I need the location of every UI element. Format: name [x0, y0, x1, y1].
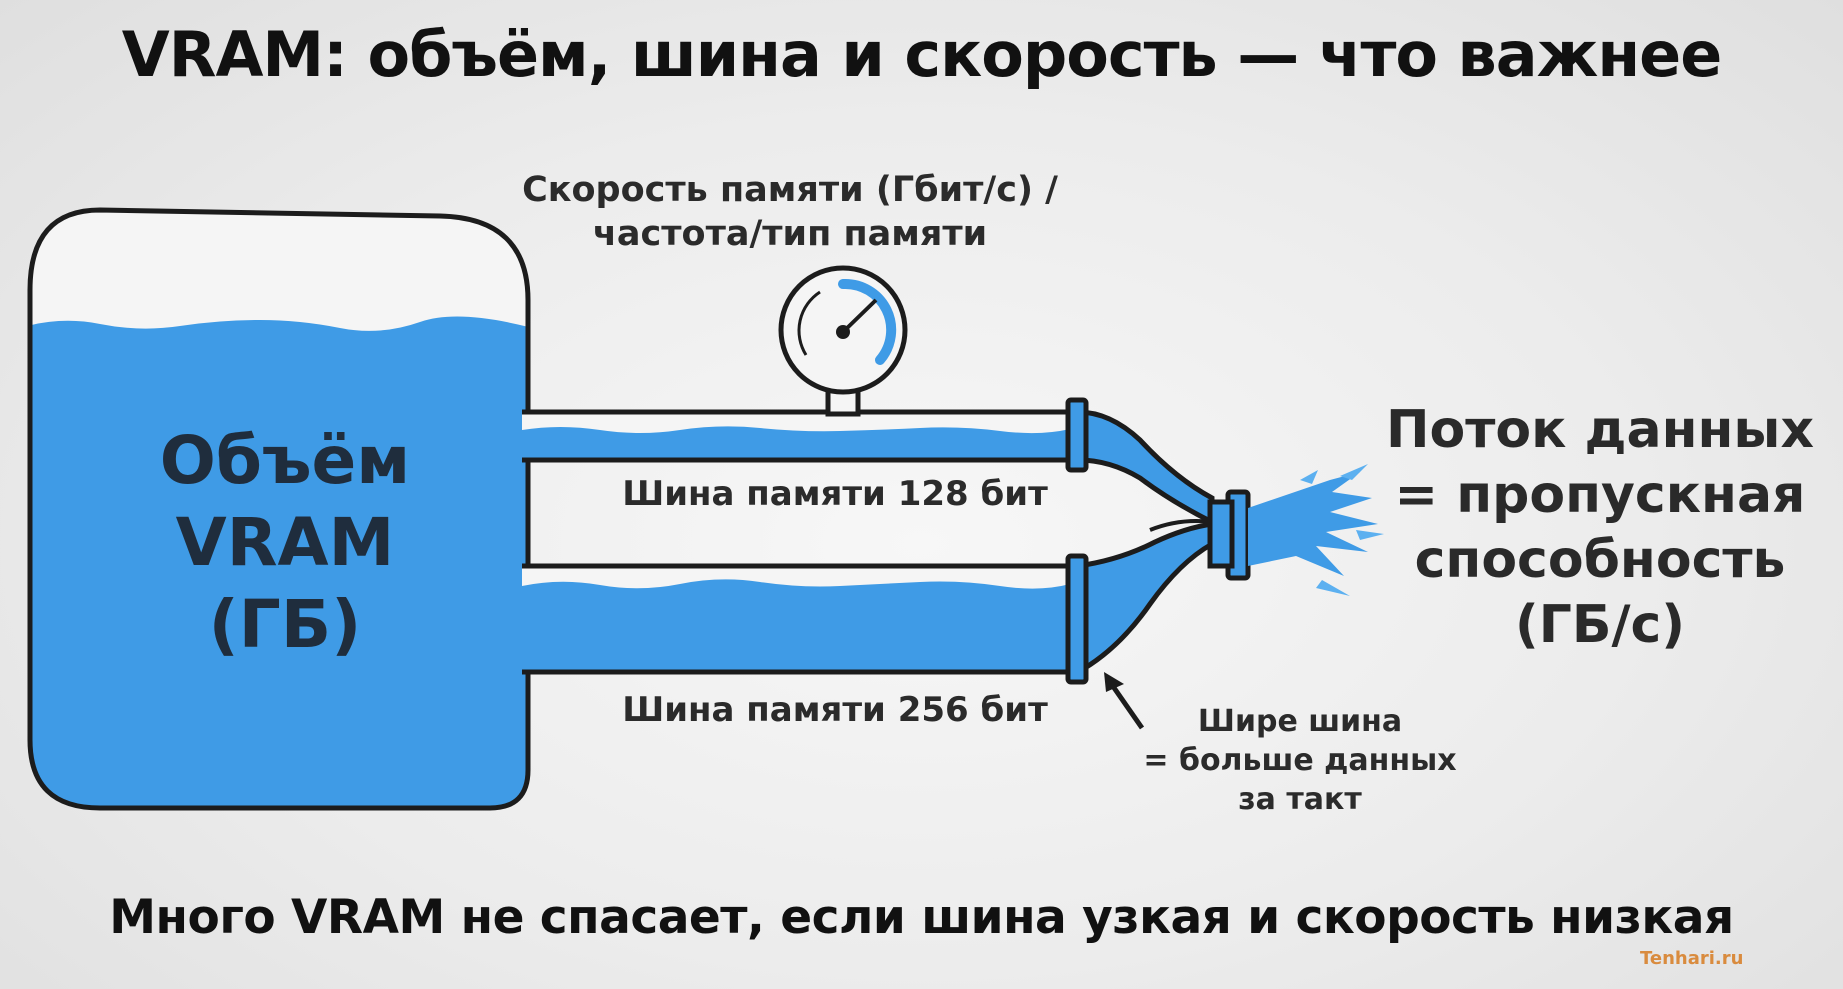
wide-bus-note-line-2: = больше данных [1143, 743, 1457, 778]
merging-pipes [1075, 409, 1215, 677]
tank-water [30, 316, 528, 808]
gauge-label: Скорость памяти (Гбит/с) / частота/тип п… [430, 168, 1150, 256]
gauge-needle [841, 298, 878, 334]
wide-bus-note-line-3: за такт [1238, 782, 1362, 817]
gauge-arc [838, 278, 897, 365]
tank-label-line-2: VRAM [175, 504, 395, 581]
narrow-bus-pipe [522, 409, 1070, 463]
wide-bus-note-line-1: Шире шина [1197, 704, 1403, 739]
wide-bus-pipe [522, 563, 1070, 675]
flow-label-line-4: (ГБ/с) [1514, 595, 1686, 655]
gauge-label-line-1: Скорость памяти (Гбит/с) / [522, 170, 1058, 210]
outlet-neck [1207, 499, 1235, 569]
note-arrow [1104, 672, 1145, 730]
bottom-caption: Много VRAM не спасает, если шина узкая и… [109, 890, 1734, 945]
tank-outline [27, 207, 531, 811]
flow-label-line-3: способность [1414, 530, 1786, 590]
wide-bus-label: Шина памяти 256 бит [622, 690, 1048, 730]
page-title: VRAM: объём, шина и скорость — что важне… [121, 18, 1723, 91]
wide-pipe-flange [1065, 553, 1089, 685]
tank-label-line-1: Объём [159, 422, 411, 499]
narrow-pipe-flange [1065, 397, 1089, 473]
vram-tank [27, 207, 531, 811]
tank-label: Объём VRAM (ГБ) [70, 420, 500, 666]
gauge-pivot [836, 325, 850, 339]
wide-bus-note: Шире шина = больше данных за такт [1080, 702, 1520, 819]
speed-gauge [778, 265, 908, 417]
flow-label: Поток данных = пропускная способность (Г… [1365, 398, 1835, 658]
flow-label-line-1: Поток данных [1385, 400, 1814, 460]
narrow-bus-label: Шина памяти 128 бит [622, 474, 1048, 514]
gauge-label-line-2: частота/тип памяти [592, 214, 988, 254]
flow-label-line-2: = пропускная [1394, 465, 1806, 525]
narrow-pipe-water [522, 426, 1070, 458]
wide-pipe-water [522, 579, 1070, 670]
tank-label-line-3: (ГБ) [208, 586, 362, 663]
data-flow-spray [1248, 464, 1384, 596]
spray-main [1248, 472, 1378, 576]
watermark: Tenhari.ru [1640, 948, 1744, 969]
wide-merge-segment [1075, 521, 1215, 677]
